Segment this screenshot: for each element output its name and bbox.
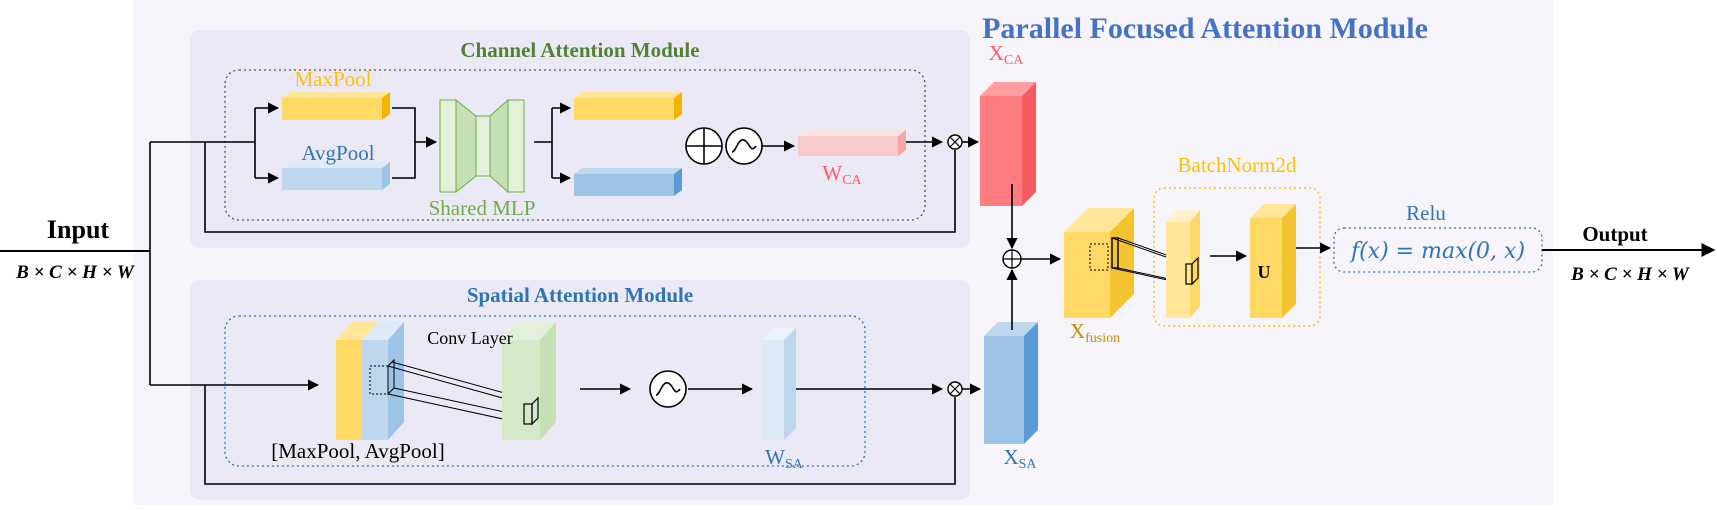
spatial-sigmoid-icon	[649, 370, 687, 408]
wca-block	[798, 130, 906, 156]
batchnorm-label: BatchNorm2d	[1178, 153, 1297, 177]
wsa-block	[762, 328, 796, 440]
xfusion-block	[1064, 208, 1134, 318]
batchnorm-box	[1153, 187, 1321, 327]
spatial-module-box	[190, 280, 970, 500]
wca-label: WCA	[822, 161, 862, 188]
shared-mlp-label: Shared MLP	[429, 196, 536, 220]
xfusion-label: Xfusion	[1070, 319, 1120, 346]
output-label: Output	[1582, 222, 1647, 246]
fusion-add-icon	[1002, 249, 1022, 269]
conv-layer-label: Conv Layer	[427, 328, 512, 348]
avgpool-label: AvgPool	[301, 141, 374, 165]
input-shape: B × C × H × W	[15, 262, 135, 283]
xca-label: XCA	[989, 41, 1025, 68]
spatial-dotted-box	[224, 315, 866, 467]
spatial-multiply-icon	[947, 381, 963, 397]
merge-to-mlp	[392, 107, 416, 179]
fusion-kernel	[1089, 237, 1119, 271]
channel-module-title: Channel Attention Module	[460, 38, 699, 62]
conv-kernel-target	[523, 396, 539, 426]
channel-dotted-box	[224, 69, 926, 221]
module-title: Parallel Focused Attention Module	[982, 12, 1428, 45]
channel-multiply-icon	[947, 134, 963, 150]
mlp-out-yellow	[574, 92, 682, 120]
conv-layer-block	[502, 322, 556, 440]
shared-mlp-block	[439, 98, 525, 194]
maxpool-label: MaxPool	[294, 67, 371, 91]
relu-label: Relu	[1406, 201, 1446, 225]
spatial-module-title: Spatial Attention Module	[467, 283, 693, 307]
channel-residual	[204, 142, 956, 233]
maxpool-block	[282, 92, 390, 120]
concat-label: [MaxPool, AvgPool]	[271, 439, 444, 463]
output-shape: B × C × H × W	[1570, 264, 1690, 285]
add-icon	[685, 127, 723, 165]
xsa-label: XSA	[1003, 445, 1037, 472]
concat-block	[336, 322, 404, 440]
sigmoid-icon	[725, 127, 763, 165]
xsa-block	[984, 322, 1038, 444]
bn-feature-block	[1166, 210, 1200, 318]
u-label: U	[1258, 262, 1271, 282]
spatial-residual	[204, 385, 956, 485]
relu-formula: f(x) = max(0, x)	[1349, 239, 1525, 264]
u-block	[1250, 204, 1296, 318]
bn-kernel	[1185, 256, 1199, 286]
input-label: Input	[47, 215, 109, 244]
mlp-out-blue	[574, 168, 682, 196]
avgpool-block	[282, 162, 390, 190]
xca-block	[980, 82, 1036, 206]
channel-module-box	[190, 30, 970, 248]
wsa-label: WSA	[765, 445, 804, 472]
